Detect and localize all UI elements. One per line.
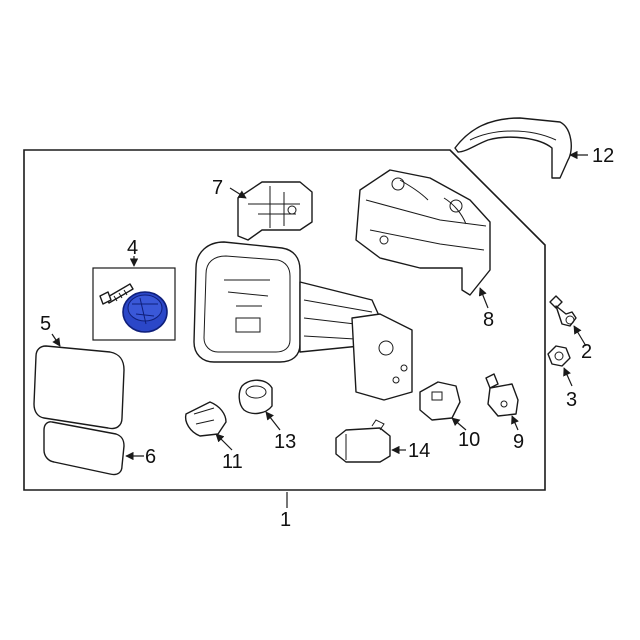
part-4-motor-assembly[interactable] bbox=[92, 267, 176, 341]
mirror-housing-frame[interactable] bbox=[193, 241, 301, 363]
part-9-connector[interactable] bbox=[485, 373, 519, 417]
part-13-lamp[interactable] bbox=[238, 379, 273, 415]
part-2-bolt[interactable] bbox=[549, 295, 577, 327]
callout-8: 8 bbox=[483, 309, 494, 331]
callout-7: 7 bbox=[212, 177, 223, 199]
mirror-arm[interactable] bbox=[299, 281, 413, 401]
part-12-mirror-cap[interactable] bbox=[454, 117, 572, 179]
screw-icon bbox=[99, 283, 134, 305]
callout-5: 5 bbox=[40, 313, 51, 335]
part-6-spotter-glass[interactable] bbox=[43, 421, 125, 476]
callout-labels: 1 2 3 4 5 6 7 8 9 10 11 12 13 14 bbox=[40, 145, 614, 531]
callout-12: 12 bbox=[592, 145, 614, 167]
part-7-bracket[interactable] bbox=[237, 181, 313, 241]
assembly-frame bbox=[23, 149, 546, 491]
callout-4: 4 bbox=[127, 237, 138, 259]
callout-9: 9 bbox=[513, 431, 524, 453]
callout-2: 2 bbox=[581, 341, 592, 363]
part-14-switch-module[interactable] bbox=[335, 419, 391, 463]
part-8-motor-housing[interactable] bbox=[355, 169, 491, 296]
motor-icon bbox=[122, 291, 168, 333]
part-10-lamp[interactable] bbox=[419, 381, 461, 421]
part-3-nut[interactable] bbox=[547, 345, 571, 367]
callout-3: 3 bbox=[566, 389, 577, 411]
part-11-lamp[interactable] bbox=[184, 401, 227, 437]
callout-1: 1 bbox=[280, 509, 291, 531]
callout-13: 13 bbox=[274, 431, 296, 453]
callout-11: 11 bbox=[222, 451, 243, 473]
leader-lines bbox=[51, 150, 588, 508]
callout-14: 14 bbox=[408, 440, 430, 462]
part-5-mirror-glass[interactable] bbox=[33, 345, 125, 430]
callout-6: 6 bbox=[145, 446, 156, 468]
callout-10: 10 bbox=[458, 429, 480, 451]
